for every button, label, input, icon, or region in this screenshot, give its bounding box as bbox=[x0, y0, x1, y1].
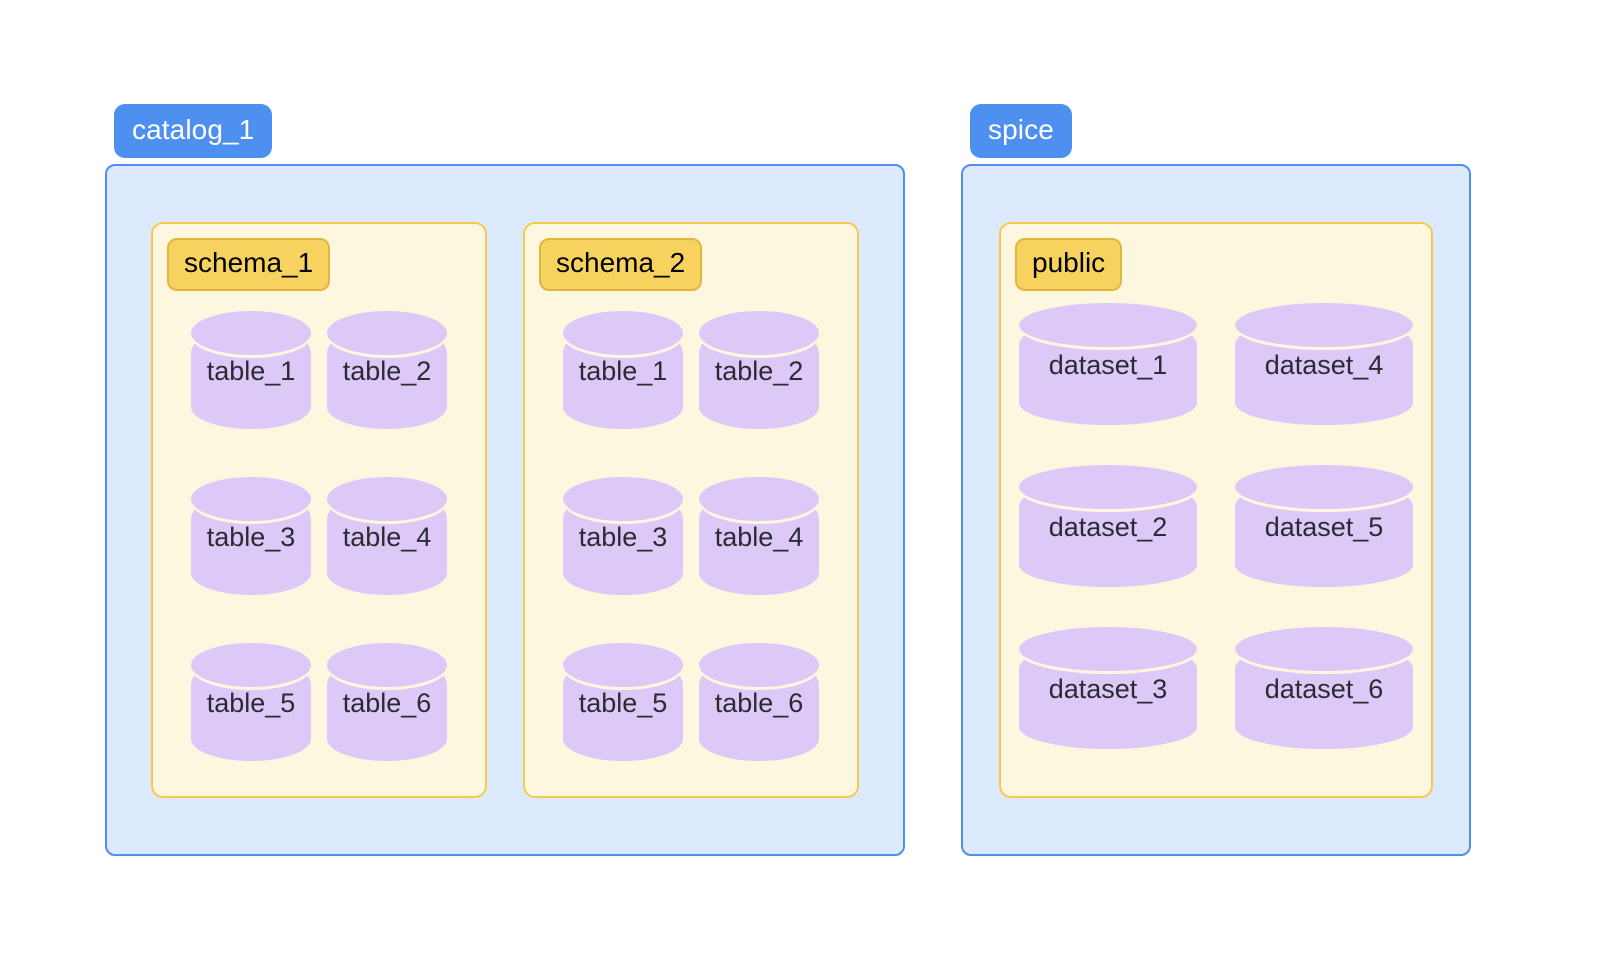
schema-label-public[interactable]: public bbox=[1015, 238, 1123, 291]
cylinder-top-ellipse bbox=[1235, 303, 1413, 347]
dataset-cylinder[interactable]: dataset_4 bbox=[1235, 303, 1413, 425]
cylinder-top-ellipse bbox=[699, 477, 819, 521]
catalog-box-catalog_1: schema_1 table_1 table_2 bbox=[105, 164, 905, 856]
cylinder-top-ellipse bbox=[1019, 303, 1197, 347]
cylinder-top-ellipse bbox=[327, 311, 447, 355]
table-cylinder[interactable]: table_3 bbox=[563, 477, 683, 595]
table-cylinder[interactable]: table_2 bbox=[327, 311, 447, 429]
cylinder-label: dataset_2 bbox=[1048, 512, 1168, 543]
cylinder-label: table_3 bbox=[578, 522, 668, 553]
cylinder-label: table_6 bbox=[342, 688, 432, 719]
table-cylinder[interactable]: table_3 bbox=[191, 477, 311, 595]
table-cylinder[interactable]: table_4 bbox=[327, 477, 447, 595]
cylinder-label: table_4 bbox=[342, 522, 432, 553]
schema-label-schema_2[interactable]: schema_2 bbox=[539, 238, 703, 291]
cylinder-label: table_2 bbox=[342, 356, 432, 387]
cylinder-label: table_5 bbox=[206, 688, 296, 719]
cylinder-label: dataset_4 bbox=[1264, 350, 1384, 381]
table-cylinder[interactable]: table_4 bbox=[699, 477, 819, 595]
dataset-cylinder[interactable]: dataset_2 bbox=[1019, 465, 1197, 587]
cylinder-top-ellipse bbox=[563, 477, 683, 521]
table-cylinder[interactable]: table_2 bbox=[699, 311, 819, 429]
cylinder-label: table_2 bbox=[714, 356, 804, 387]
dataset-cylinder[interactable]: dataset_1 bbox=[1019, 303, 1197, 425]
schema-label-schema_1[interactable]: schema_1 bbox=[167, 238, 331, 291]
table-cylinder[interactable]: table_5 bbox=[563, 643, 683, 761]
dataset-cylinder[interactable]: dataset_3 bbox=[1019, 627, 1197, 749]
cylinder-top-ellipse bbox=[563, 643, 683, 687]
cylinder-label: table_1 bbox=[578, 356, 668, 387]
cylinder-label: dataset_1 bbox=[1048, 350, 1168, 381]
dataset-cylinder[interactable]: dataset_6 bbox=[1235, 627, 1413, 749]
table-cylinder[interactable]: table_5 bbox=[191, 643, 311, 761]
cylinder-top-ellipse bbox=[1235, 465, 1413, 509]
cylinder-label: dataset_6 bbox=[1264, 674, 1384, 705]
table-cylinder[interactable]: table_1 bbox=[191, 311, 311, 429]
cylinder-top-ellipse bbox=[191, 643, 311, 687]
object-grid-schema_1: table_1 table_2 table_3 bbox=[153, 311, 485, 761]
cylinder-top-ellipse bbox=[1019, 465, 1197, 509]
cylinder-label: dataset_5 bbox=[1264, 512, 1384, 543]
schema-panel-schema_1: schema_1 table_1 table_2 bbox=[151, 222, 487, 798]
cylinder-label: table_1 bbox=[206, 356, 296, 387]
cylinder-label: table_4 bbox=[714, 522, 804, 553]
catalog-box-spice: public dataset_1 dataset_4 bbox=[961, 164, 1471, 856]
object-grid-schema_2: table_1 table_2 table_3 bbox=[525, 311, 857, 761]
catalog-group-spice: spice public dataset_1 dataset_4 bbox=[961, 104, 1471, 856]
cylinder-label: table_5 bbox=[578, 688, 668, 719]
table-cylinder[interactable]: table_6 bbox=[699, 643, 819, 761]
table-cylinder[interactable]: table_1 bbox=[563, 311, 683, 429]
cylinder-top-ellipse bbox=[1235, 627, 1413, 671]
catalog-label-catalog_1[interactable]: catalog_1 bbox=[114, 104, 273, 158]
table-cylinder[interactable]: table_6 bbox=[327, 643, 447, 761]
cylinder-top-ellipse bbox=[191, 311, 311, 355]
schema-panel-public: public dataset_1 dataset_4 bbox=[999, 222, 1433, 798]
cylinder-top-ellipse bbox=[1019, 627, 1197, 671]
dataset-cylinder[interactable]: dataset_5 bbox=[1235, 465, 1413, 587]
cylinder-label: table_6 bbox=[714, 688, 804, 719]
cylinder-label: table_3 bbox=[206, 522, 296, 553]
object-grid-public: dataset_1 dataset_4 dataset_2 bbox=[1001, 303, 1431, 749]
catalog-group-catalog_1: catalog_1 schema_1 table_1 table_2 bbox=[105, 104, 905, 856]
cylinder-top-ellipse bbox=[327, 477, 447, 521]
catalog-label-spice[interactable]: spice bbox=[970, 104, 1072, 158]
cylinder-top-ellipse bbox=[191, 477, 311, 521]
cylinder-label: dataset_3 bbox=[1048, 674, 1168, 705]
cylinder-top-ellipse bbox=[327, 643, 447, 687]
schema-panel-schema_2: schema_2 table_1 table_2 bbox=[523, 222, 859, 798]
cylinder-top-ellipse bbox=[563, 311, 683, 355]
cylinder-top-ellipse bbox=[699, 643, 819, 687]
cylinder-top-ellipse bbox=[699, 311, 819, 355]
